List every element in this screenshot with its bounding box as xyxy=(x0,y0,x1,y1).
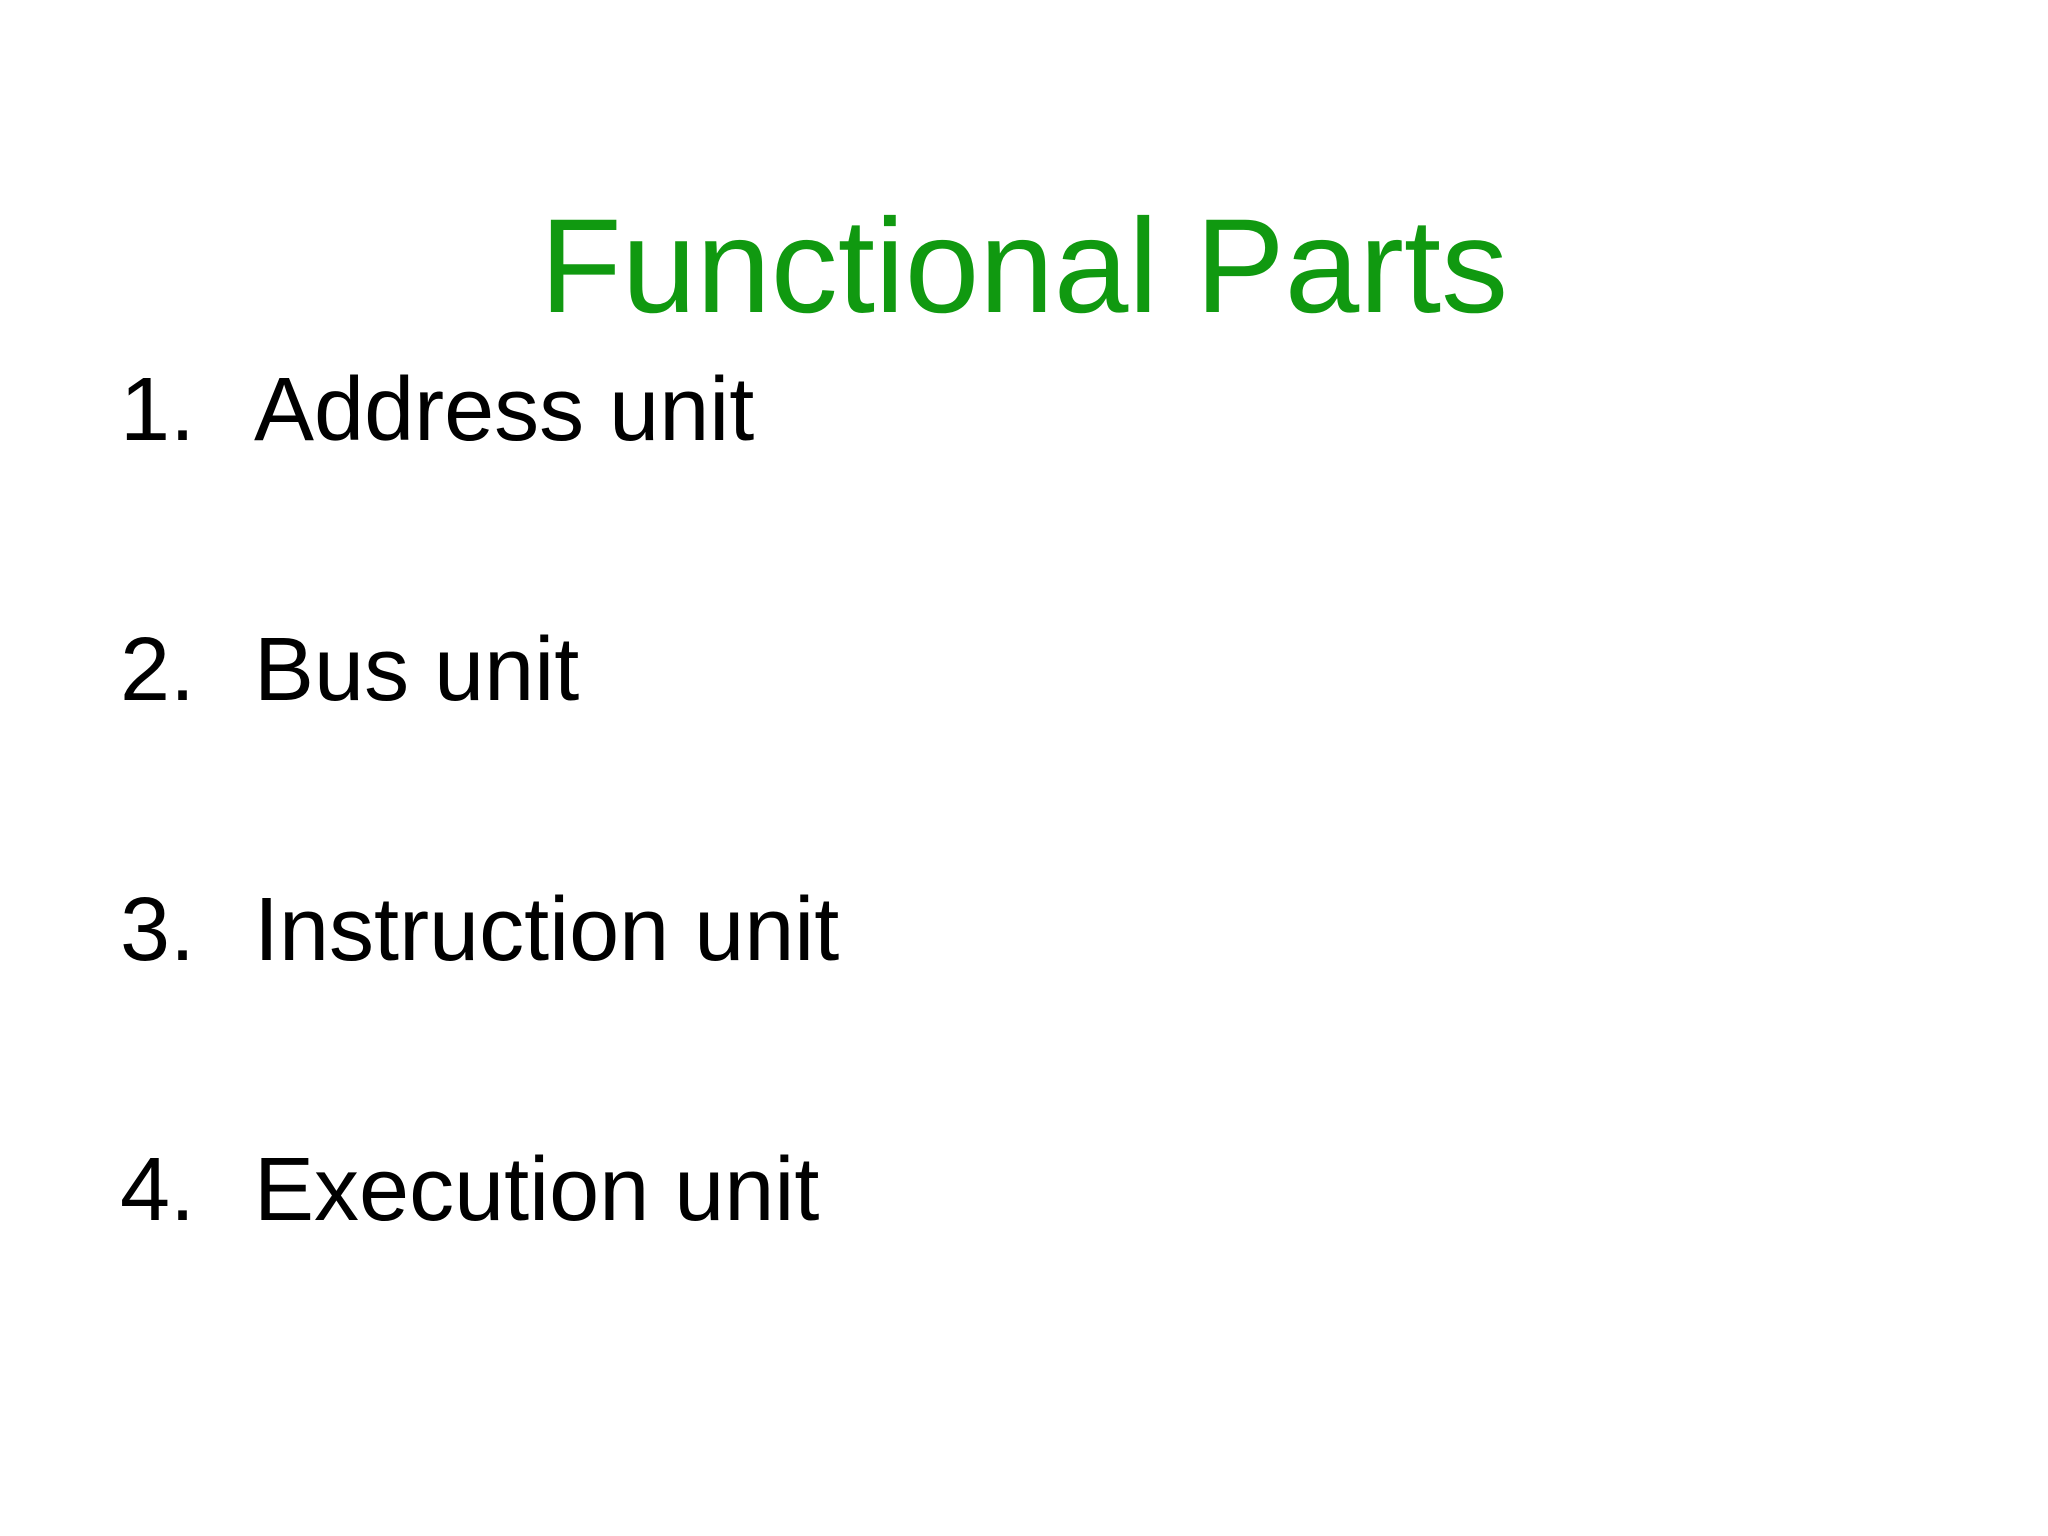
list-item-label: Bus unit xyxy=(254,620,580,720)
list-item-number: 1. xyxy=(120,360,196,460)
list-item-label: Address unit xyxy=(254,360,755,460)
list-item-number: 3. xyxy=(120,880,196,980)
functional-parts-list: 1. Address unit 2. Bus unit 3. Instructi… xyxy=(120,360,1920,1400)
list-item-label: Execution unit xyxy=(254,1140,820,1240)
list-item-label: Instruction unit xyxy=(254,880,840,980)
list-item-number: 4. xyxy=(120,1140,196,1240)
slide-title: Functional Parts xyxy=(539,191,1509,341)
list-item-number: 2. xyxy=(120,620,196,720)
list-item: 4. Execution unit xyxy=(120,1140,1920,1400)
list-item: 3. Instruction unit xyxy=(120,880,1920,1140)
list-item: 2. Bus unit xyxy=(120,620,1920,880)
list-item: 1. Address unit xyxy=(120,360,1920,620)
